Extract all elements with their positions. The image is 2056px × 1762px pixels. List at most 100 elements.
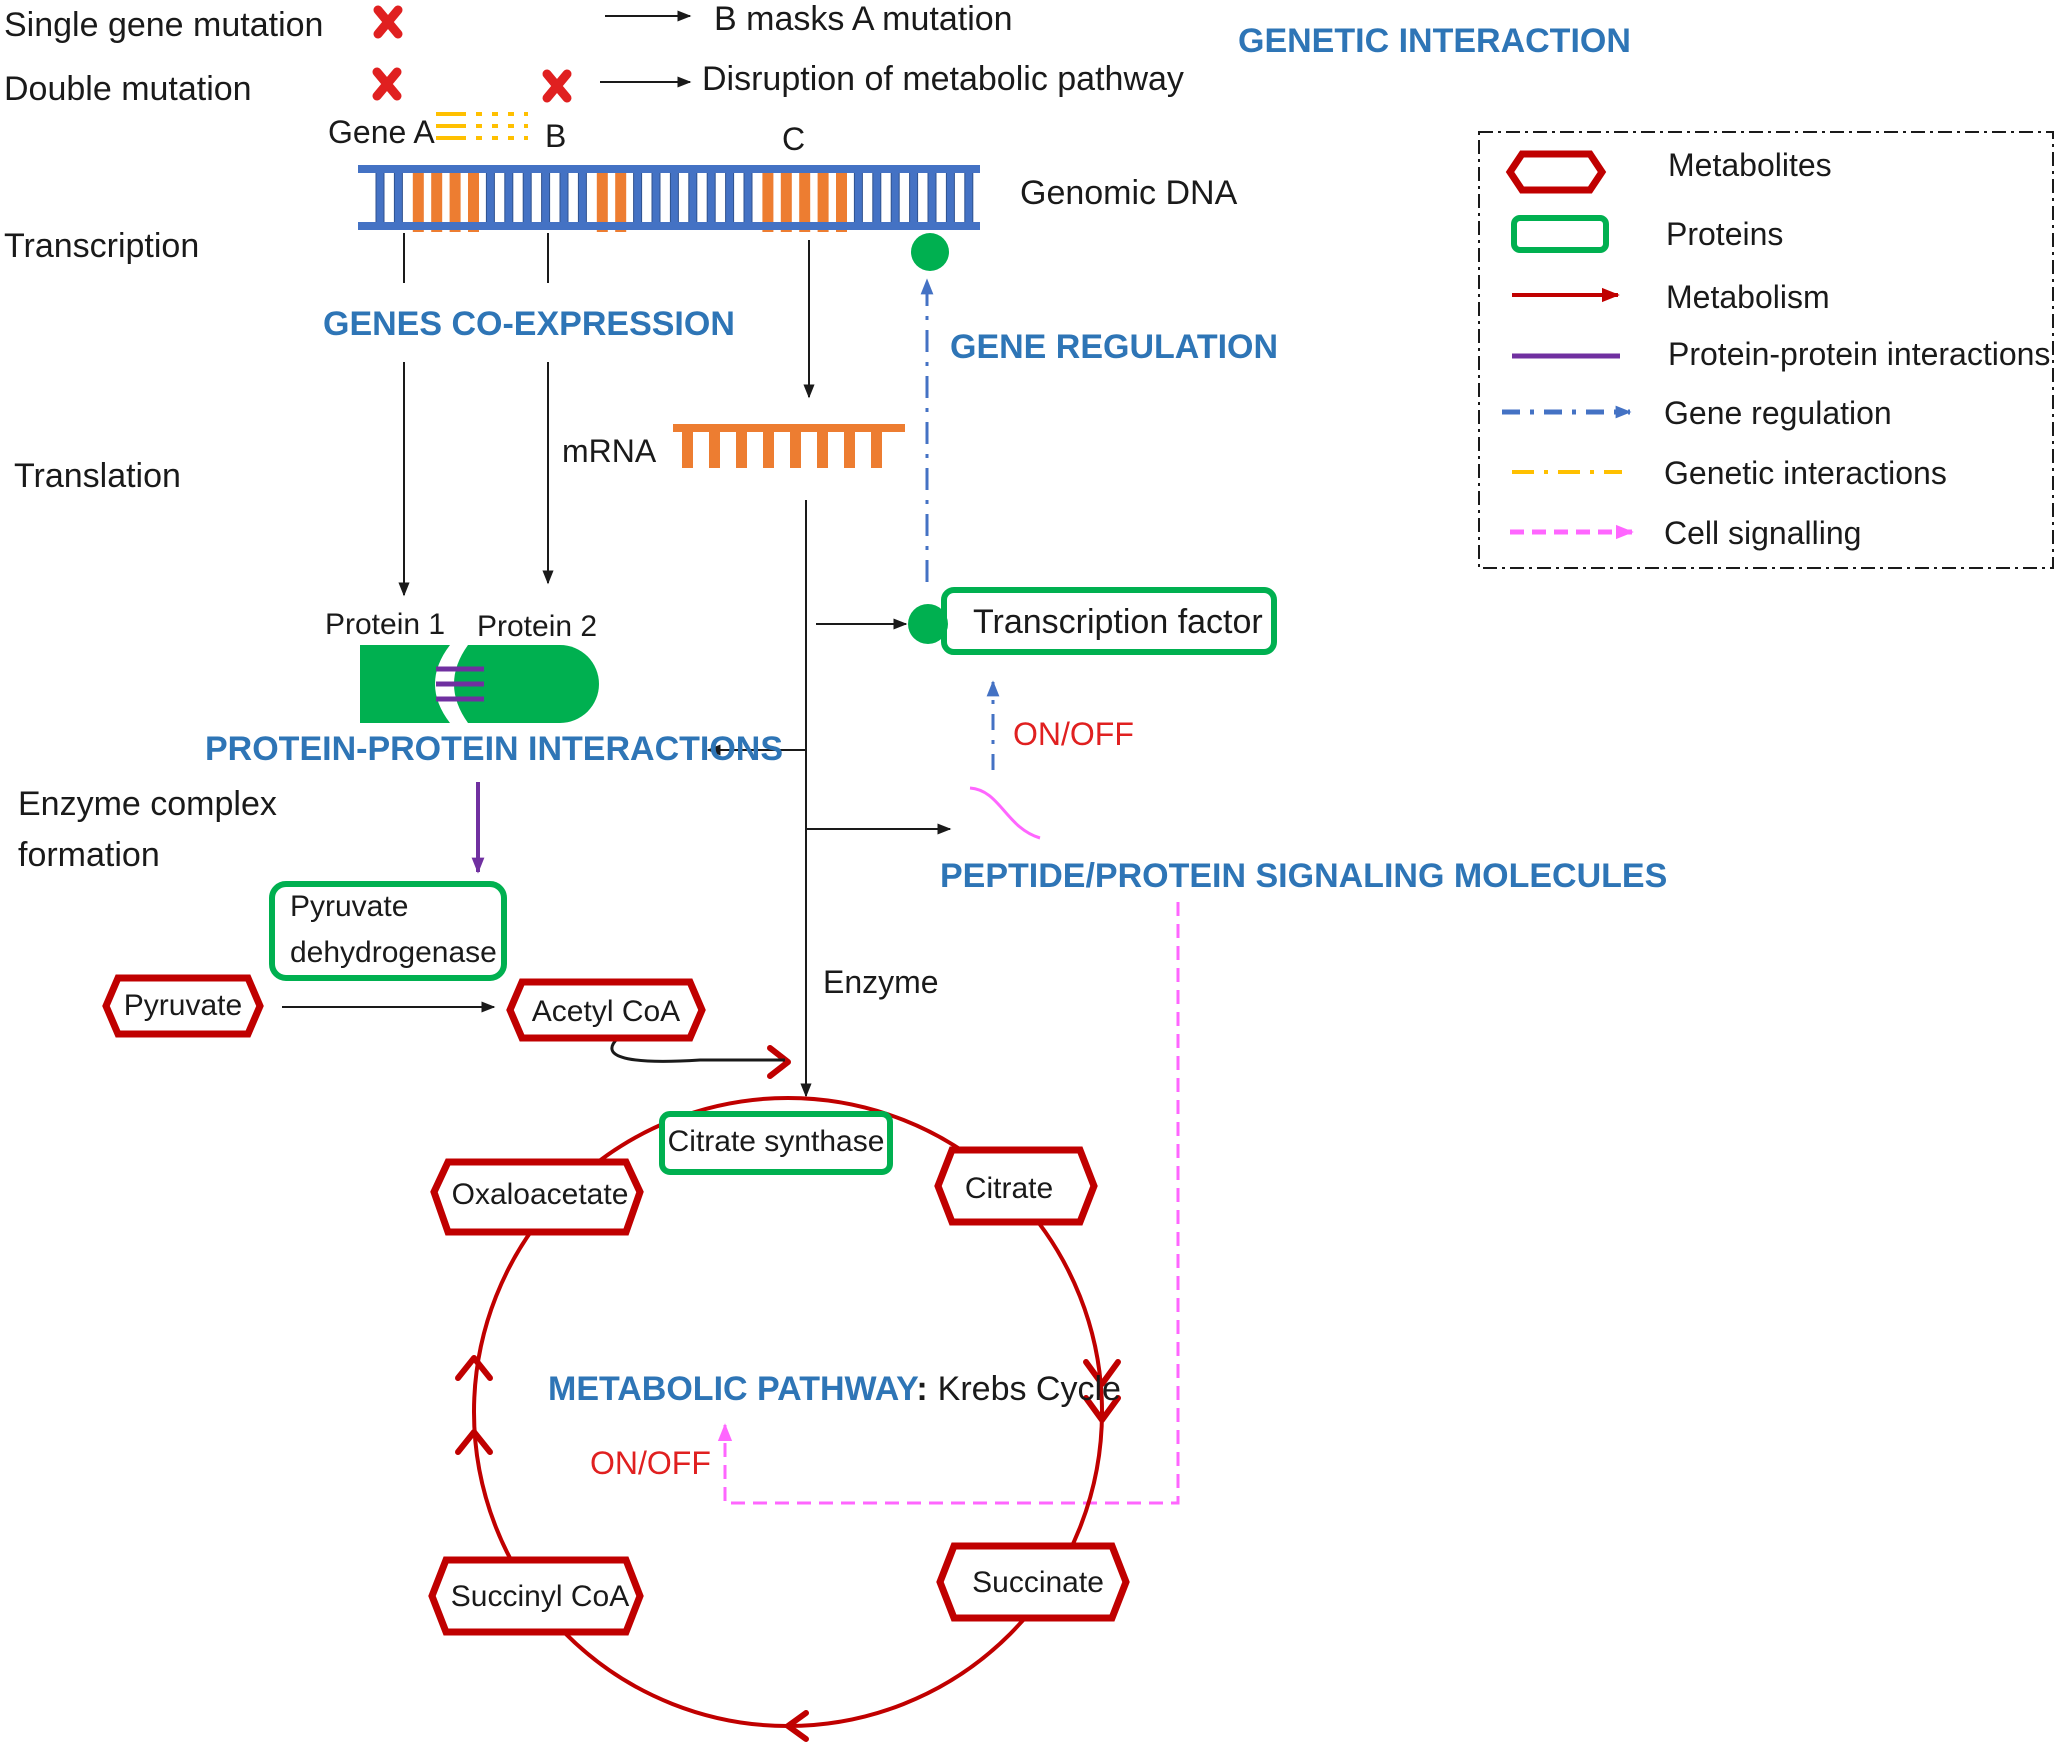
legend-metabolites-label: Metabolites — [1668, 147, 1832, 183]
dna-base-pair — [669, 171, 679, 229]
gene-segment — [412, 170, 424, 232]
pyruvate-node — [102, 974, 264, 1038]
legend-gene-regulation-label: Gene regulation — [1664, 395, 1892, 431]
cell-signalling-path — [717, 902, 1180, 1505]
succinate-node — [936, 1542, 1130, 1622]
dna-base-pair — [909, 171, 919, 229]
genetic-interaction-link — [436, 112, 528, 140]
metabolic-pathway-colon: : — [916, 1370, 927, 1408]
gene-segment — [615, 170, 627, 232]
gene-segment — [799, 170, 811, 232]
legend-metabolite-icon — [1505, 150, 1607, 194]
mrna-base — [763, 428, 774, 468]
pyruvate-dehydrogenase-box — [269, 881, 507, 981]
acetyl-coa-entry-line — [610, 1036, 785, 1063]
gene-segment — [762, 170, 774, 232]
gene-segment — [596, 170, 608, 232]
enzyme-label: Enzyme — [823, 964, 939, 1000]
single-mutation-label: Single gene mutation — [4, 6, 323, 44]
mrna-base — [682, 428, 693, 468]
mrna-strand — [673, 424, 905, 468]
dna-base-pair — [375, 171, 385, 229]
acetyl-coa-label: Acetyl CoA — [532, 995, 680, 1028]
protein2-label: Protein 2 — [477, 610, 597, 643]
transcription-label: Transcription — [4, 227, 199, 265]
genes-coexpression-heading: GENES CO-EXPRESSION — [323, 305, 735, 343]
gene-segment — [836, 170, 847, 232]
cycle-arrow-right-2 — [1083, 1395, 1121, 1423]
transcription-factor-dna-domain — [908, 604, 948, 644]
cycle-arrow-left-2 — [455, 1355, 493, 1381]
succinyl-coa-node — [428, 1556, 644, 1636]
signaling-molecule-icon — [969, 786, 1041, 840]
mrna-base — [736, 428, 747, 468]
krebs-cycle-label: Krebs Cycle — [938, 1370, 1121, 1408]
pyruvate-label: Pyruvate — [124, 989, 242, 1022]
double-mutation-label: Double mutation — [4, 70, 252, 108]
cycle-arrow-top — [767, 1045, 791, 1079]
dna-base-pair — [927, 171, 937, 229]
dna-base-pair — [485, 171, 495, 229]
legend-proteins-label: Proteins — [1666, 216, 1783, 252]
double-mutation-result: Disruption of metabolic pathway — [702, 60, 1184, 98]
citrate-label: Citrate — [965, 1172, 1053, 1205]
oxaloacetate-label: Oxaloacetate — [452, 1178, 629, 1211]
citrate-synthase-box — [659, 1111, 893, 1175]
oxaloacetate-node — [430, 1158, 644, 1236]
dna-base-pair — [853, 171, 863, 229]
cycle-direction-arrows — [455, 1045, 1121, 1742]
genetic-interaction-heading: GENETIC INTERACTION — [1238, 22, 1631, 60]
legend-protein-icon — [1511, 215, 1609, 253]
enzyme-complex-label-line1: Enzyme complex — [18, 785, 277, 823]
dna-base-pair — [945, 171, 955, 229]
dna-base-pair — [964, 171, 974, 229]
signaling-heading: PEPTIDE/PROTEIN SIGNALING MOLECULES — [940, 857, 1667, 895]
citrate-node — [934, 1146, 1098, 1226]
metabolic-pathway-title: METABOLIC PATHWAY — [548, 1370, 919, 1408]
genomic-dna-label: Genomic DNA — [1020, 174, 1238, 212]
dna-base-pair — [725, 171, 735, 229]
single-mutation-result: B masks A mutation — [714, 0, 1013, 38]
legend-frame — [1478, 131, 2054, 569]
tf-onoff-label: ON/OFF — [1013, 716, 1134, 752]
mrna-base — [871, 428, 882, 468]
legend-ppi-label: Protein-protein interactions — [1668, 336, 2050, 372]
cross-icon — [542, 69, 572, 103]
dna-base-pair — [872, 171, 882, 229]
gene-segment — [780, 170, 792, 232]
cross-icon — [373, 5, 403, 39]
dna-base-pair — [706, 171, 716, 229]
dna-base-pair — [651, 171, 661, 229]
dna-base-pair — [890, 171, 900, 229]
dna-base-pair — [393, 171, 403, 229]
cycle-arrow-right-1 — [1083, 1359, 1121, 1387]
legend: Metabolites Proteins Metabolism Protein-… — [1478, 131, 2054, 569]
citrate-synthase-label: Citrate synthase — [668, 1125, 885, 1158]
dna-base-pair — [743, 171, 753, 229]
gene-c-label: C — [782, 121, 805, 157]
protein2-shape — [454, 645, 599, 723]
dna-base-pair — [522, 171, 532, 229]
ppi-bonds — [436, 666, 484, 702]
cycle-arrow-left-1 — [455, 1429, 493, 1455]
cross-icon — [372, 67, 402, 101]
mrna-base — [709, 428, 720, 468]
mrna-base — [790, 428, 801, 468]
dna-base-pair — [541, 171, 551, 229]
gene-segment — [468, 170, 479, 232]
ppi-heading: PROTEIN-PROTEIN INTERACTIONS — [205, 730, 783, 768]
mrna-base — [817, 428, 828, 468]
cycle-arrow-bottom — [785, 1710, 809, 1742]
gene-b-label: B — [545, 118, 566, 154]
tf-binding-site — [911, 233, 949, 271]
legend-cell-signalling-label: Cell signalling — [1664, 515, 1861, 551]
gene-segment — [817, 170, 829, 232]
dna-base-pair — [577, 171, 587, 229]
genomic-dna — [358, 165, 980, 232]
translation-label: Translation — [14, 457, 181, 495]
protein1-shape — [360, 645, 450, 723]
dna-base-pair — [688, 171, 698, 229]
succinate-label: Succinate — [972, 1566, 1104, 1599]
dna-base-pair — [633, 171, 643, 229]
